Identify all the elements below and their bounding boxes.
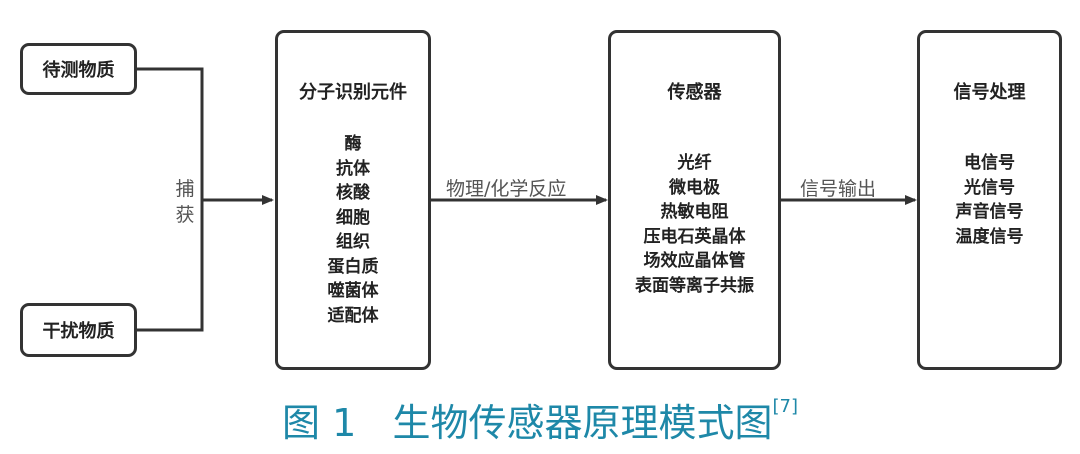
sensor-items: 光纤 微电极 热敏电阻 压电石英晶体 场效应晶体管 表面等离子共振 [611, 151, 778, 298]
target-substance-box: 待测物质 [20, 43, 137, 95]
capture-label: 捕获 [175, 178, 195, 226]
recognition-item: 噬菌体 [327, 281, 379, 301]
recognition-item: 蛋白质 [327, 256, 379, 277]
interference-substance-box: 干扰物质 [20, 303, 137, 357]
recognition-element-box: 分子识别元件 酶 抗体 核酸 细胞 组织 蛋白质 噬菌体 适配体 [275, 30, 431, 370]
recognition-item: 细胞 [336, 207, 370, 228]
interference-connector [137, 200, 204, 332]
processing-item: 温度信号 [955, 226, 1024, 247]
recognition-title: 分子识别元件 [299, 82, 407, 103]
sensor-item: 压电石英晶体 [643, 226, 746, 247]
processing-title: 信号处理 [953, 82, 1026, 103]
sensor-item: 热敏电阻 [660, 202, 729, 222]
target-substance-label: 待测物质 [42, 60, 115, 81]
processing-item: 光信号 [964, 177, 1015, 198]
recognition-item: 抗体 [336, 158, 370, 179]
recognition-item: 组织 [336, 232, 370, 252]
sensor-title: 传感器 [667, 82, 722, 103]
signal-processing-box: 信号处理 电信号 光信号 声音信号 温度信号 [917, 30, 1062, 370]
caption-text: 图 1 生物传感器原理模式图 [282, 401, 773, 445]
sensor-box: 传感器 光纤 微电极 热敏电阻 压电石英晶体 场效应晶体管 表面等离子共振 [608, 30, 781, 370]
processing-item: 声音信号 [955, 202, 1024, 222]
output-label: 信号输出 [800, 178, 877, 200]
processing-item: 电信号 [964, 153, 1015, 173]
sensor-item: 微电极 [669, 177, 720, 198]
recognition-item: 适配体 [327, 305, 379, 326]
recognition-item: 酶 [344, 134, 362, 154]
sensor-item: 场效应晶体管 [643, 251, 746, 271]
sensor-item: 表面等离子共振 [635, 275, 754, 296]
caption-reference: [7] [772, 396, 799, 417]
figure-caption: 图 1 生物传感器原理模式图[7] [0, 392, 1080, 447]
sensor-item: 光纤 [677, 153, 712, 173]
target-connector [137, 67, 204, 200]
recognition-items: 酶 抗体 核酸 细胞 组织 蛋白质 噬菌体 适配体 [278, 132, 428, 328]
reaction-label: 物理/化学反应 [446, 178, 567, 200]
recognition-item: 核酸 [336, 183, 370, 203]
interference-substance-label: 干扰物质 [42, 321, 115, 342]
processing-items: 电信号 光信号 声音信号 温度信号 [920, 151, 1059, 249]
